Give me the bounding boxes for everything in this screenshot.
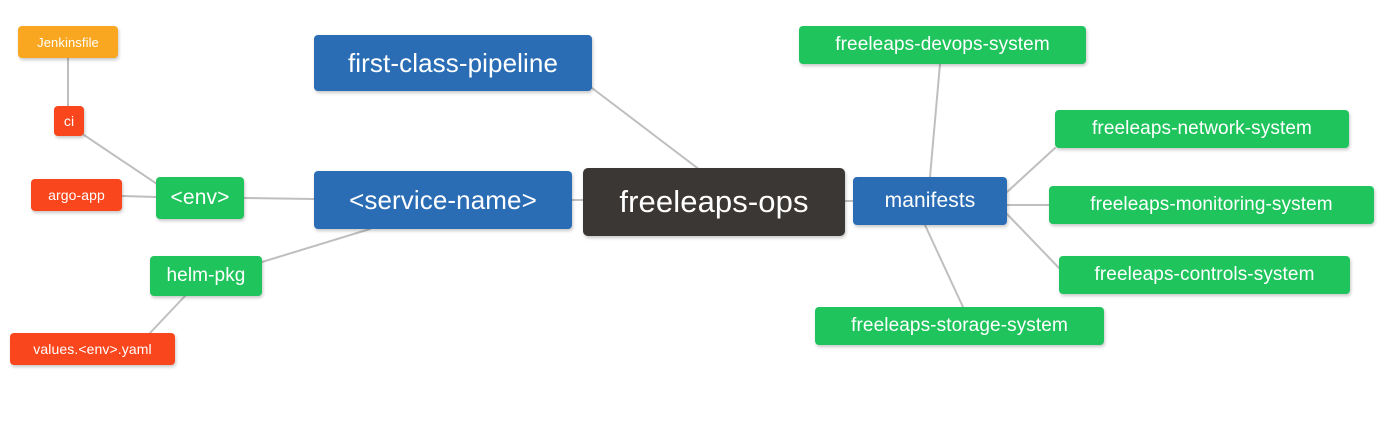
mindmap-node-label: freeleaps-ops (619, 184, 809, 219)
mindmap-node-freeleaps-controls-system[interactable]: freeleaps-controls-system (1059, 256, 1350, 294)
edge-argo-app-to-env (121, 195, 157, 198)
mindmap-node-label: freeleaps-monitoring-system (1090, 194, 1333, 215)
mindmap-node-first-class-pipeline[interactable]: first-class-pipeline (314, 35, 592, 91)
mindmap-node-env[interactable]: <env> (156, 177, 244, 219)
mindmap-node-freeleaps-storage-system[interactable]: freeleaps-storage-system (815, 307, 1104, 345)
mindmap-node-freeleaps-ops[interactable]: freeleaps-ops (583, 168, 845, 236)
edge-helm-pkg-to-service-name (261, 228, 371, 263)
mindmap-node-service-name[interactable]: <service-name> (314, 171, 572, 229)
edge-values-yaml-to-helm-pkg (149, 295, 186, 334)
mindmap-node-label: first-class-pipeline (347, 47, 559, 78)
mindmap-node-label: freeleaps-controls-system (1094, 264, 1315, 285)
mindmap-node-label: <env> (170, 186, 230, 209)
mindmap-node-freeleaps-devops-system[interactable]: freeleaps-devops-system (799, 26, 1086, 64)
mindmap-node-label: freeleaps-network-system (1092, 118, 1312, 139)
mindmap-node-label: manifests (884, 189, 976, 212)
mindmap-node-label: freeleaps-devops-system (835, 34, 1050, 55)
mindmap-node-label: helm-pkg (166, 265, 246, 286)
edge-first-class-pipeline-to-freeleaps-ops (591, 87, 701, 171)
edge-manifests-to-freeleaps-storage-system (924, 224, 964, 308)
mindmap-node-label: <service-name> (349, 184, 537, 215)
edge-env-to-service-name (243, 197, 315, 200)
mindmap-node-manifests[interactable]: manifests (853, 177, 1007, 225)
edge-manifests-to-freeleaps-network-system (1006, 147, 1056, 193)
mindmap-node-values-yaml[interactable]: values.<env>.yaml (10, 333, 175, 365)
mindmap-node-label: Jenkinsfile (37, 34, 99, 50)
mindmap-node-ci[interactable]: ci (54, 106, 84, 136)
edge-manifests-to-freeleaps-devops-system (929, 63, 941, 178)
mindmap-node-argo-app[interactable]: argo-app (31, 179, 122, 211)
mindmap-node-freeleaps-network-system[interactable]: freeleaps-network-system (1055, 110, 1349, 148)
mindmap-node-freeleaps-monitoring-system[interactable]: freeleaps-monitoring-system (1049, 186, 1374, 224)
mindmap-node-label: freeleaps-storage-system (851, 315, 1068, 336)
mindmap-node-label: ci (63, 113, 75, 129)
mindmap-node-helm-pkg[interactable]: helm-pkg (150, 256, 262, 296)
mindmap-node-jenkinsfile[interactable]: Jenkinsfile (18, 26, 118, 58)
mindmap-node-label: values.<env>.yaml (33, 341, 152, 357)
mindmap-node-label: argo-app (48, 187, 105, 203)
